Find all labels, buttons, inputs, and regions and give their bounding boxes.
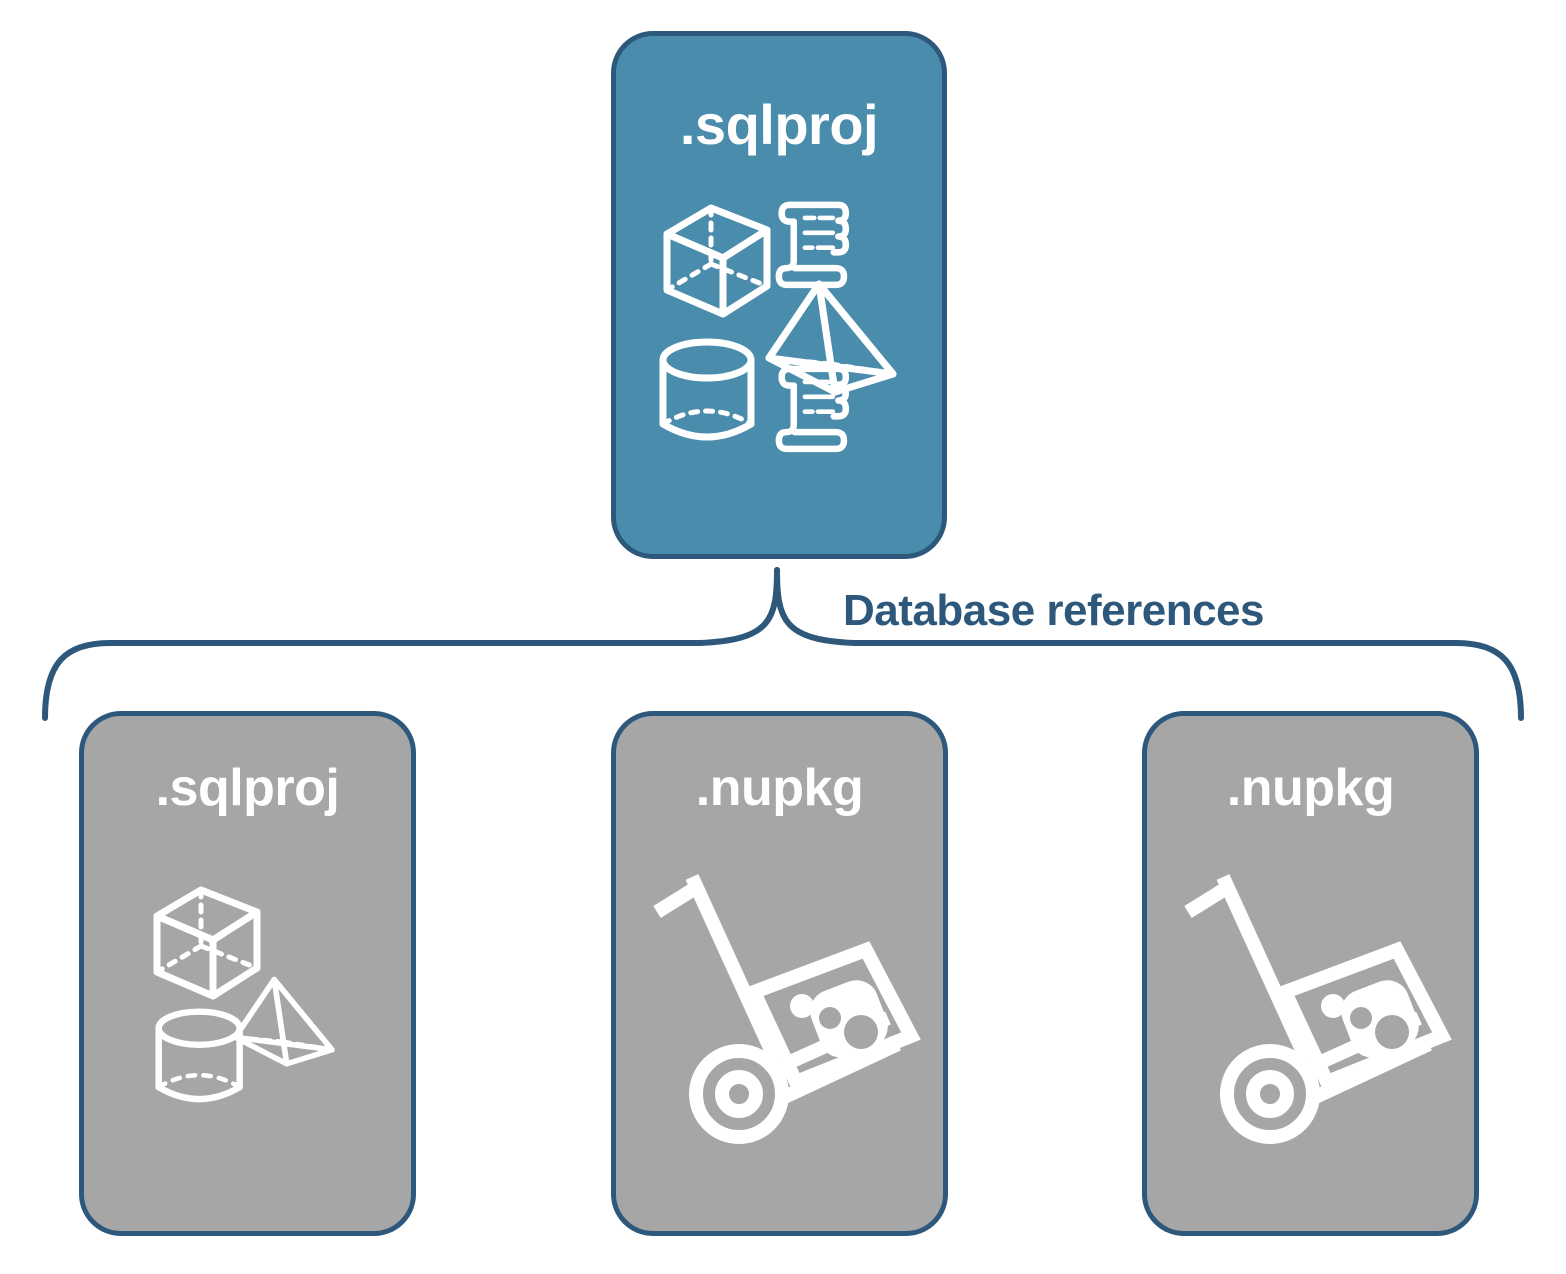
root-sqlproj-card[interactable]: .sqlproj — [611, 31, 947, 559]
nuget-logo-cutouts — [818, 1007, 878, 1049]
cube-wireframe-icon — [153, 886, 260, 1000]
reference-card-label: .sqlproj — [155, 759, 340, 817]
reference-card-artwork — [1147, 866, 1474, 1156]
reference-card-artwork — [616, 866, 943, 1156]
reference-card-label: .nupkg — [1226, 759, 1395, 817]
brace-left-half — [42, 567, 780, 721]
scroll-script-icon — [775, 365, 850, 453]
root-card-label: .sqlproj — [679, 93, 879, 156]
pyramid-wireframe-icon — [232, 976, 335, 1067]
reference-card-label: .nupkg — [695, 759, 864, 817]
root-card-artwork — [616, 186, 942, 466]
reference-card-artwork — [84, 866, 411, 1126]
nuget-logo-cutouts — [1349, 1007, 1409, 1049]
cylinder-wireframe-icon — [154, 1008, 243, 1103]
cylinder-wireframe-icon — [659, 338, 755, 441]
scroll-script-icon — [775, 201, 850, 289]
reference-card-nupkg-2[interactable]: .nupkg — [1142, 711, 1479, 1236]
pyramid-wireframe-icon — [765, 280, 897, 396]
nuget-package-handtruck-icon — [1183, 874, 1452, 1144]
nuget-logo-dot — [1320, 994, 1345, 1018]
nuget-logo-dot — [789, 994, 814, 1018]
connector-label: Database references — [843, 586, 1264, 635]
cube-wireframe-icon — [663, 204, 771, 318]
reference-card-sqlproj[interactable]: .sqlproj — [79, 711, 416, 1236]
reference-card-nupkg-1[interactable]: .nupkg — [611, 711, 948, 1236]
